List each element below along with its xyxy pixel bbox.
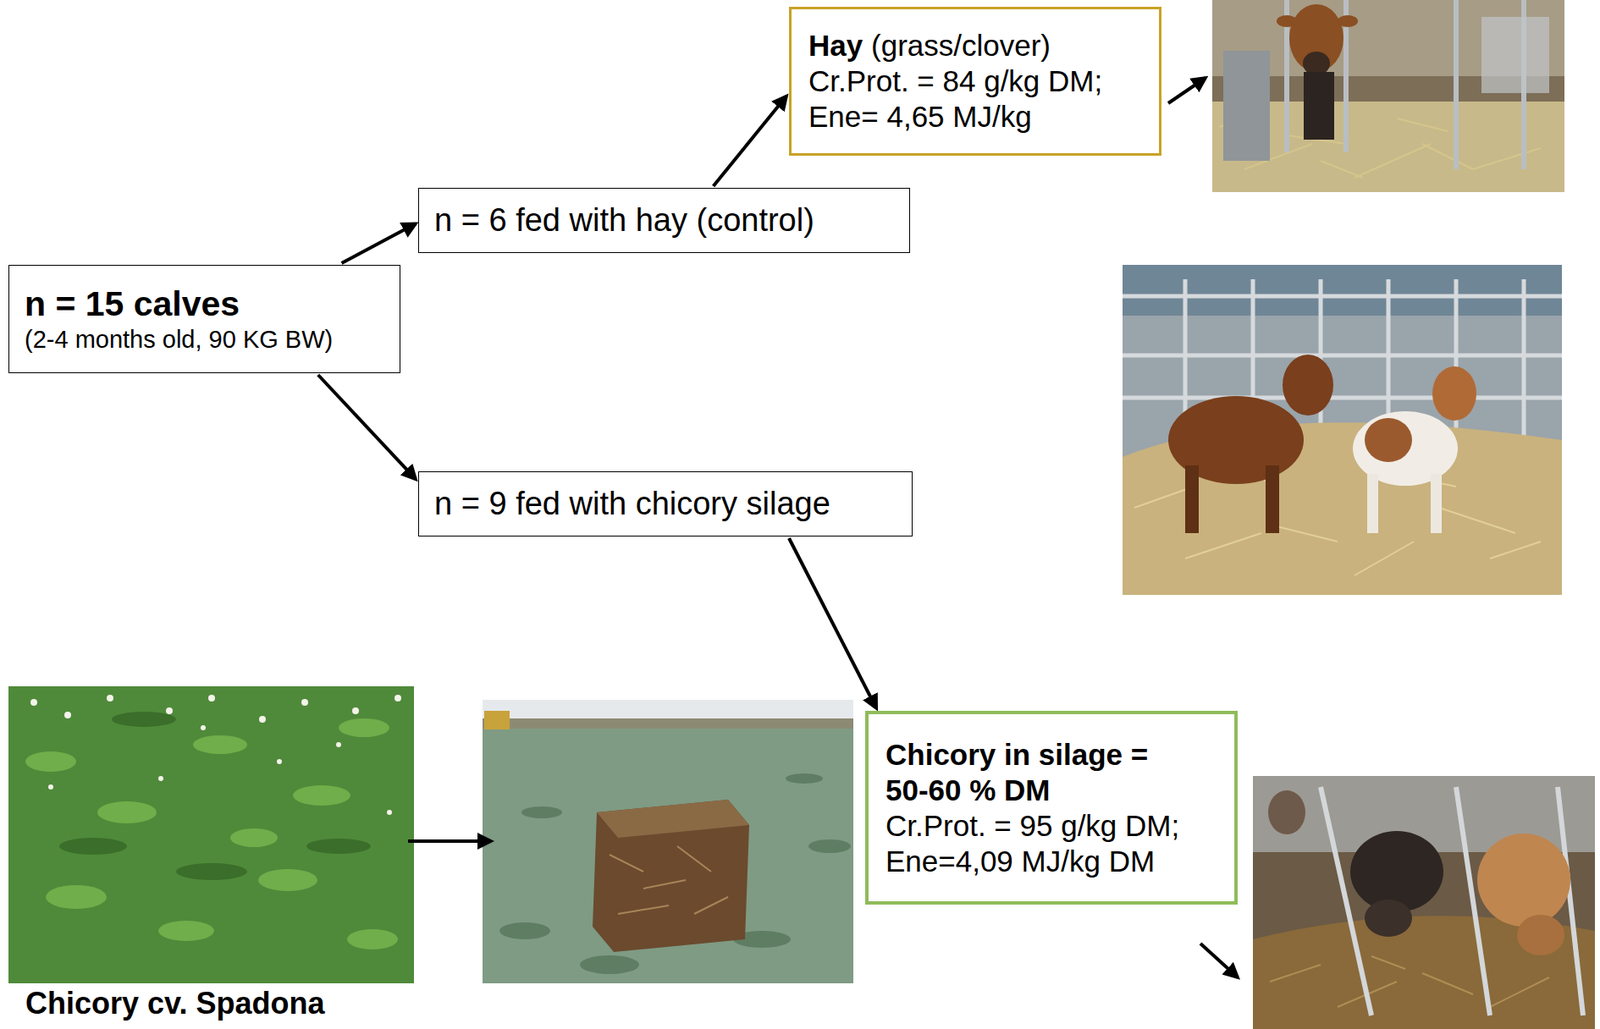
hay-calf-photo bbox=[1212, 0, 1565, 193]
photo-arrow bbox=[1200, 943, 1238, 978]
photo-arrow bbox=[1168, 77, 1206, 104]
node-text: n = 9 fed with chicory silage bbox=[434, 485, 897, 525]
photo-arrow bbox=[408, 839, 492, 844]
node-text: n = 6 fed with hay (control) bbox=[434, 201, 894, 241]
feed-box: Chicory in silage = 50-60 % DMCr.Prot. =… bbox=[865, 711, 1238, 905]
text-line: Hay(grass/clover) bbox=[808, 27, 1143, 64]
flow-arrow bbox=[713, 96, 787, 187]
node-text: Chicory in silage = 50-60 % DM bbox=[885, 737, 1165, 809]
flow-arrow bbox=[318, 375, 416, 480]
photo-caption: Chicory cv. Spadona bbox=[25, 987, 325, 1021]
flow-arrow bbox=[788, 538, 877, 709]
node-text: Ene= 4,65 MJ/kg bbox=[808, 99, 1143, 135]
node-text: Cr.Prot. = 84 g/kg DM; bbox=[808, 63, 1143, 100]
chicory-field-photo bbox=[8, 686, 414, 984]
silage-bale-photo bbox=[482, 700, 854, 984]
group-box: n = 6 fed with hay (control) bbox=[418, 187, 911, 254]
flow-arrow bbox=[342, 223, 416, 264]
node-text: Ene=4,09 MJ/kg DM bbox=[885, 844, 1218, 880]
node-text: (2-4 months old, 90 KG BW) bbox=[24, 325, 385, 355]
node-text: n = 15 calves bbox=[24, 283, 385, 326]
group-box: n = 9 fed with chicory silage bbox=[418, 471, 913, 537]
feed-box: Hay(grass/clover)Cr.Prot. = 84 g/kg DM;E… bbox=[788, 6, 1162, 156]
node-text: Cr.Prot. = 95 g/kg DM; bbox=[885, 808, 1218, 845]
node-text: Hay bbox=[808, 27, 863, 64]
calves-pen-photo bbox=[1122, 264, 1562, 596]
group-box: n = 15 calves(2-4 months old, 90 KG BW) bbox=[8, 264, 401, 374]
calves-eating-photo bbox=[1252, 776, 1595, 1029]
node-text: (grass/clover) bbox=[871, 27, 1051, 64]
